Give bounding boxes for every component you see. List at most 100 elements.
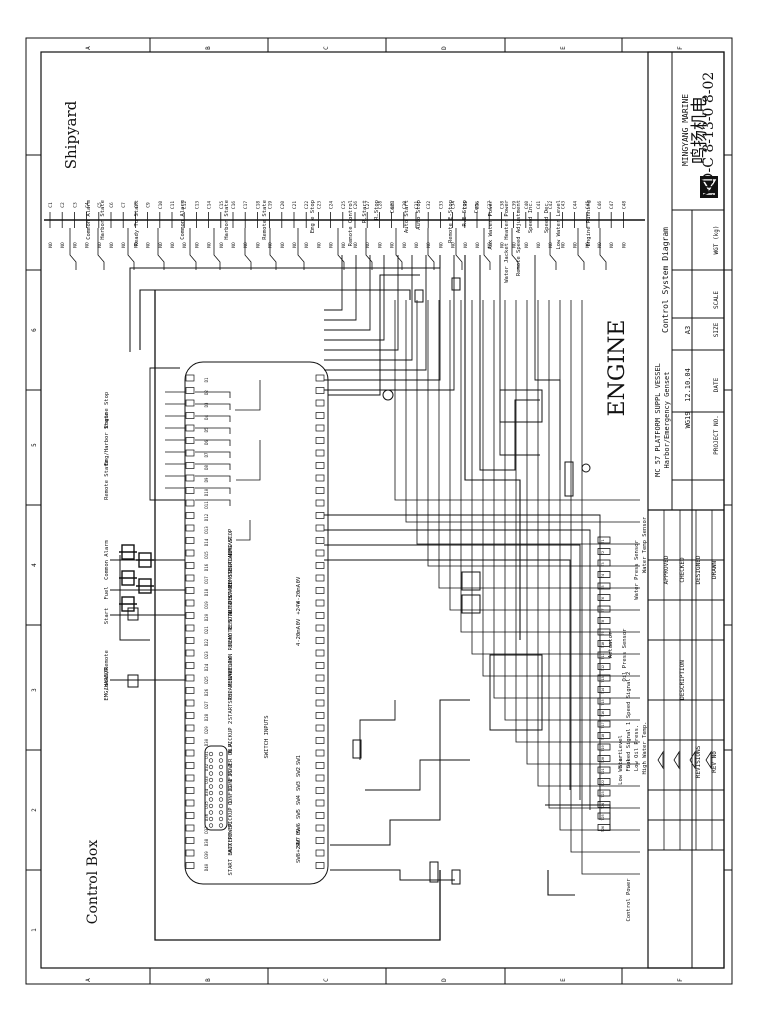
terminal-mark: NO	[463, 242, 469, 248]
wire	[324, 255, 455, 391]
engine-terminal	[597, 605, 611, 613]
controller-pin-left	[185, 512, 195, 519]
wire	[235, 380, 261, 411]
terminal-number: C46	[597, 201, 603, 209]
engine-terminal	[597, 743, 611, 751]
engine-terminal-id: T23	[601, 791, 605, 797]
engine-terminal-id: T17	[601, 722, 605, 728]
wire	[97, 228, 105, 270]
controller-left-label: EMG STOP	[228, 528, 234, 555]
controller-pin-right	[315, 599, 325, 607]
terminal-mark: NO	[341, 242, 347, 248]
zone-letter-top: D	[441, 46, 448, 50]
shipyard-signal-label: Remote Control	[348, 200, 354, 246]
control-box-label: Control Box	[85, 840, 101, 925]
engine-terminal	[597, 617, 611, 624]
controller-pin-right	[315, 787, 325, 794]
engine-terminal-id: T12	[601, 665, 605, 671]
terminal-mark: NO	[268, 242, 274, 248]
controller-pin-left	[185, 424, 195, 432]
control-box-left-label: Emg/Harbor State	[104, 413, 110, 466]
controller-pin-left	[185, 537, 195, 544]
terminal-mark: NO	[255, 242, 261, 248]
terminal-number: C45	[585, 201, 591, 209]
terminal-mark: NO	[280, 242, 286, 248]
controller-pin-right	[315, 812, 325, 819]
controller-pin-right	[315, 449, 325, 457]
checked-label: CHECKED	[679, 557, 686, 583]
zone-letter-bottom: E	[560, 978, 567, 982]
terminal-number: C2	[60, 202, 66, 208]
engine-terminal-id: T13	[601, 676, 605, 682]
controller-pin-id: D33	[204, 776, 209, 784]
terminal-mark: NO	[402, 242, 408, 248]
terminal-mark: NO	[353, 242, 359, 248]
db-connector-pin	[208, 758, 214, 763]
terminal-mark: NO	[316, 242, 322, 248]
terminal-mark: NO	[97, 242, 103, 248]
db-connector-pin	[208, 784, 214, 789]
controller-pin-right	[315, 637, 325, 644]
controller-pin-id: D24	[204, 663, 209, 671]
engine-side-label: Water Temp Sensor	[642, 516, 648, 573]
terminal-mark: NO	[560, 242, 566, 248]
controller-pin-right	[315, 474, 325, 482]
wire	[581, 300, 640, 875]
controller-pin-id: D19	[204, 601, 209, 609]
controller-pin-left	[185, 862, 195, 869]
terminal-number: C26	[353, 201, 359, 209]
controller-pin-id: D28	[204, 713, 209, 721]
controller-pin-right	[315, 524, 325, 532]
terminal-number: C23	[316, 201, 322, 209]
controller-pin-left	[185, 824, 195, 832]
controller-pin-right	[315, 587, 325, 594]
shipyard-label: Shipyard	[62, 100, 80, 169]
controller-left-label: START BATTERY	[228, 832, 234, 876]
shipyard-signal-label: Remote State	[262, 200, 268, 240]
controller-pin-left	[185, 487, 195, 494]
db-connector-shell	[204, 745, 228, 831]
controller-pin-left	[185, 724, 195, 732]
terminal-mark: NO	[85, 242, 91, 248]
scale-label: SCALE	[713, 291, 720, 309]
controller-pin-id: D21	[204, 626, 209, 634]
controller-pin-right	[315, 562, 325, 569]
controller-left-label: SHUTDOWN RELAY	[228, 633, 234, 680]
engine-terminal	[597, 697, 611, 705]
controller-pin-right	[315, 799, 325, 807]
controller-pin-id: D30	[204, 738, 209, 746]
terminal-mark: NO	[365, 242, 371, 248]
wire	[195, 403, 231, 410]
terminal-number: C19	[268, 201, 274, 209]
controller-pin-left	[185, 374, 195, 382]
db-connector-pin	[218, 771, 224, 776]
wire	[157, 228, 165, 270]
rev-no-label: REV No	[711, 751, 718, 773]
wire	[324, 255, 371, 331]
zone-letter-top: C	[323, 46, 330, 50]
revision-marker	[705, 750, 712, 770]
engine-terminal-id: T15	[601, 699, 605, 705]
wire	[482, 300, 640, 677]
controller-pin-left	[185, 799, 195, 807]
misc-components	[69, 228, 607, 270]
engine-side-label: Start	[618, 752, 624, 769]
model-value: WG19	[684, 412, 692, 429]
terminal-number: C20	[280, 201, 286, 209]
wire	[599, 228, 607, 270]
shipyard-signal-label: Harbor State	[224, 200, 230, 240]
terminal-number: C30	[402, 201, 408, 209]
zone-letter-bottom: B	[205, 978, 212, 982]
shipyard-signal-label: Speed Inc.	[528, 200, 534, 233]
zone-number-left: 4	[31, 563, 38, 567]
terminal-mark: NO	[548, 242, 554, 248]
wire	[365, 759, 470, 791]
wire	[416, 300, 640, 545]
terminal-group	[564, 461, 574, 497]
drawn-label: DRAWN	[711, 561, 718, 579]
db-connector-pin	[218, 803, 224, 809]
wire	[213, 228, 221, 270]
engine-side-label: Fuel	[626, 758, 632, 771]
db-connector-pin	[218, 823, 224, 828]
